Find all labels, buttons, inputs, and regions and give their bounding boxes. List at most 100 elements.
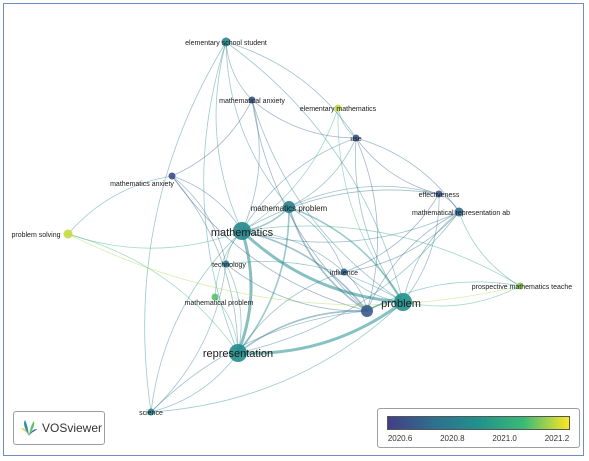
node-mathematical-representation-ab[interactable] — [454, 207, 464, 217]
node-label-mathematics[interactable]: mathematics — [211, 227, 274, 239]
edge-mathematics-elementary-school-student — [215, 41, 243, 232]
node-label-science[interactable]: science — [139, 410, 163, 417]
edge-elementary-school-student-use — [225, 41, 357, 139]
edge-representation-mathematical-representation-ab — [237, 211, 460, 354]
edge-representation-influence — [237, 271, 345, 354]
node-label-technology[interactable]: technology — [212, 262, 246, 269]
node-label-effectiveness[interactable]: effectiveness — [419, 192, 460, 199]
edge-mathematics-elementary-mathematics — [241, 107, 339, 232]
edge-problem-science — [150, 301, 404, 413]
edge-mathematics-unlabeled-node — [241, 230, 368, 312]
edge-representation-elementary-school-student — [203, 41, 239, 354]
edge-elementary-school-student-science — [144, 41, 227, 413]
network-map[interactable]: mathematics problem representation mathemat… — [4, 4, 583, 455]
node-label-elementary-mathematics[interactable]: elementary mathematics — [300, 106, 377, 113]
edge-mathematics-problem-unlabeled-node — [288, 206, 368, 312]
edge-mathematics-use — [241, 137, 357, 232]
node-label-mathematical-representation-ab[interactable]: mathematical representation ab — [412, 210, 510, 217]
edge-problem-elementary-mathematics — [337, 107, 404, 303]
node-use[interactable] — [352, 134, 360, 142]
edge-problem-effectiveness — [402, 193, 440, 303]
edge-problem-mathematical-anxiety — [251, 99, 404, 303]
edge-technology-science — [150, 263, 227, 413]
edge-mathematical-anxiety-elementary-school-student — [225, 41, 253, 101]
node-label-mathematics-anxiety[interactable]: mathematics anxiety — [110, 181, 174, 188]
node-problem-solving[interactable] — [63, 229, 73, 239]
edge-mathematics-problem-effectiveness — [288, 185, 440, 208]
edge-problem-elementary-school-student — [225, 41, 404, 303]
edge-representation-science — [150, 352, 239, 413]
edge-problem-mathematical-representation-ab — [402, 211, 460, 303]
node-influence[interactable] — [340, 268, 348, 276]
node-label-mathematical-anxiety[interactable]: mathematical anxiety — [219, 98, 285, 105]
edge-problem-technology — [225, 261, 404, 303]
node-elementary-mathematics[interactable] — [334, 104, 342, 112]
edge-use-mathematical-representation-ab — [355, 137, 460, 213]
edge-representation-technology — [225, 263, 242, 354]
node-label-problem[interactable]: problem — [381, 298, 421, 310]
edge-mathematical-anxiety-unlabeled-node — [251, 99, 368, 312]
node-technology[interactable] — [222, 260, 230, 268]
edge-mathematics-mathematics-anxiety — [171, 175, 243, 232]
edge-problem-solving-representation — [67, 233, 239, 354]
edge-mathematics-anxiety-problem-solving — [67, 175, 173, 235]
edge-mathematical-anxiety-use — [251, 99, 357, 139]
edge-mathematical-anxiety-mathematics-anxiety — [171, 99, 253, 177]
node-mathematics-problem[interactable] — [283, 201, 295, 213]
edge-mathematics-problem-solving — [67, 230, 243, 249]
node-label-mathematics-problem[interactable]: mathematics problem — [251, 204, 328, 213]
edge-technology-unlabeled-node — [225, 263, 368, 312]
year-color-legend: 2020.6 2020.8 2021.0 2021.2 — [377, 408, 580, 448]
legend-tick-0: 2020.6 — [387, 434, 413, 443]
edge-mathematics-problem — [240, 229, 404, 304]
node-prospective-mathematics-teache[interactable] — [516, 282, 524, 290]
legend-gradient-bar — [387, 416, 570, 430]
edge-representation-unlabeled-node — [237, 310, 368, 354]
node-mathematical-problem[interactable] — [211, 293, 219, 301]
edge-mathematics-problem-influence — [288, 206, 345, 273]
node-label-elementary-school-student[interactable]: elementary school student — [185, 40, 267, 47]
edge-representation-mathematics-anxiety — [171, 175, 239, 354]
edge-influence-effectiveness — [343, 193, 440, 273]
legend-tick-2: 2021.0 — [492, 434, 517, 443]
edge-mathematics-mathematical-representation-ab — [241, 211, 460, 243]
vosviewer-logo-text: VOSviewer — [42, 421, 103, 435]
edge-mathematics-effectiveness — [241, 189, 440, 232]
legend-tick-1: 2020.8 — [440, 434, 465, 443]
node-label-use[interactable]: use — [350, 136, 361, 143]
edge-problem-mathematics-problem — [288, 206, 404, 303]
node-representation[interactable] — [229, 344, 247, 362]
edge-mathematical-representation-ab-prospective-mathematics-teache — [458, 211, 521, 287]
legend-tick-3: 2021.2 — [544, 434, 570, 443]
edge-use-effectiveness — [355, 137, 440, 195]
node-layer — [63, 37, 524, 416]
vosviewer-logo: VOSviewer — [13, 411, 105, 445]
edge-problem-prospective-mathematics-teache — [402, 285, 521, 307]
edge-mathematics-problem-use — [288, 137, 357, 208]
edge-mathematics-anxiety-technology — [171, 175, 227, 265]
edge-mathematical-representation-ab-influence — [343, 211, 460, 273]
node-label-representation[interactable]: representation — [203, 348, 273, 360]
edge-problem-representation — [237, 300, 404, 355]
visualization-frame: mathematics problem representation mathemat… — [3, 3, 584, 456]
node-science[interactable] — [147, 408, 155, 416]
node-elementary-school-student[interactable] — [221, 37, 231, 47]
edge-problem-solving-prospective-mathematics-teache — [67, 233, 521, 306]
edge-mathematics-representation — [236, 230, 253, 354]
node-mathematical-anxiety[interactable] — [248, 96, 256, 104]
node-label-mathematical-problem[interactable]: mathematical problem — [185, 300, 254, 307]
edge-mathematics-influence — [241, 230, 345, 273]
edge-mathematical-representation-ab-unlabeled-node — [366, 211, 460, 312]
edge-unlabeled-node-prospective-mathematics-teache — [366, 281, 521, 312]
node-mathematics[interactable] — [233, 222, 251, 240]
node-problem[interactable] — [394, 293, 412, 311]
node-label-influence[interactable]: influence — [330, 270, 358, 277]
node-label-prospective-mathematics-teache[interactable]: prospective mathematics teache — [472, 284, 572, 291]
edge-unlabeled-node-science — [150, 310, 368, 413]
edge-mathematics-mathematical-anxiety — [241, 99, 260, 232]
node-mathematics-anxiety[interactable] — [168, 172, 176, 180]
edge-mathematics-science — [150, 230, 243, 413]
node-effectiveness[interactable] — [435, 190, 443, 198]
node-label-problem-solving[interactable]: problem solving — [11, 232, 60, 239]
node-unlabeled-node[interactable] — [361, 305, 373, 317]
